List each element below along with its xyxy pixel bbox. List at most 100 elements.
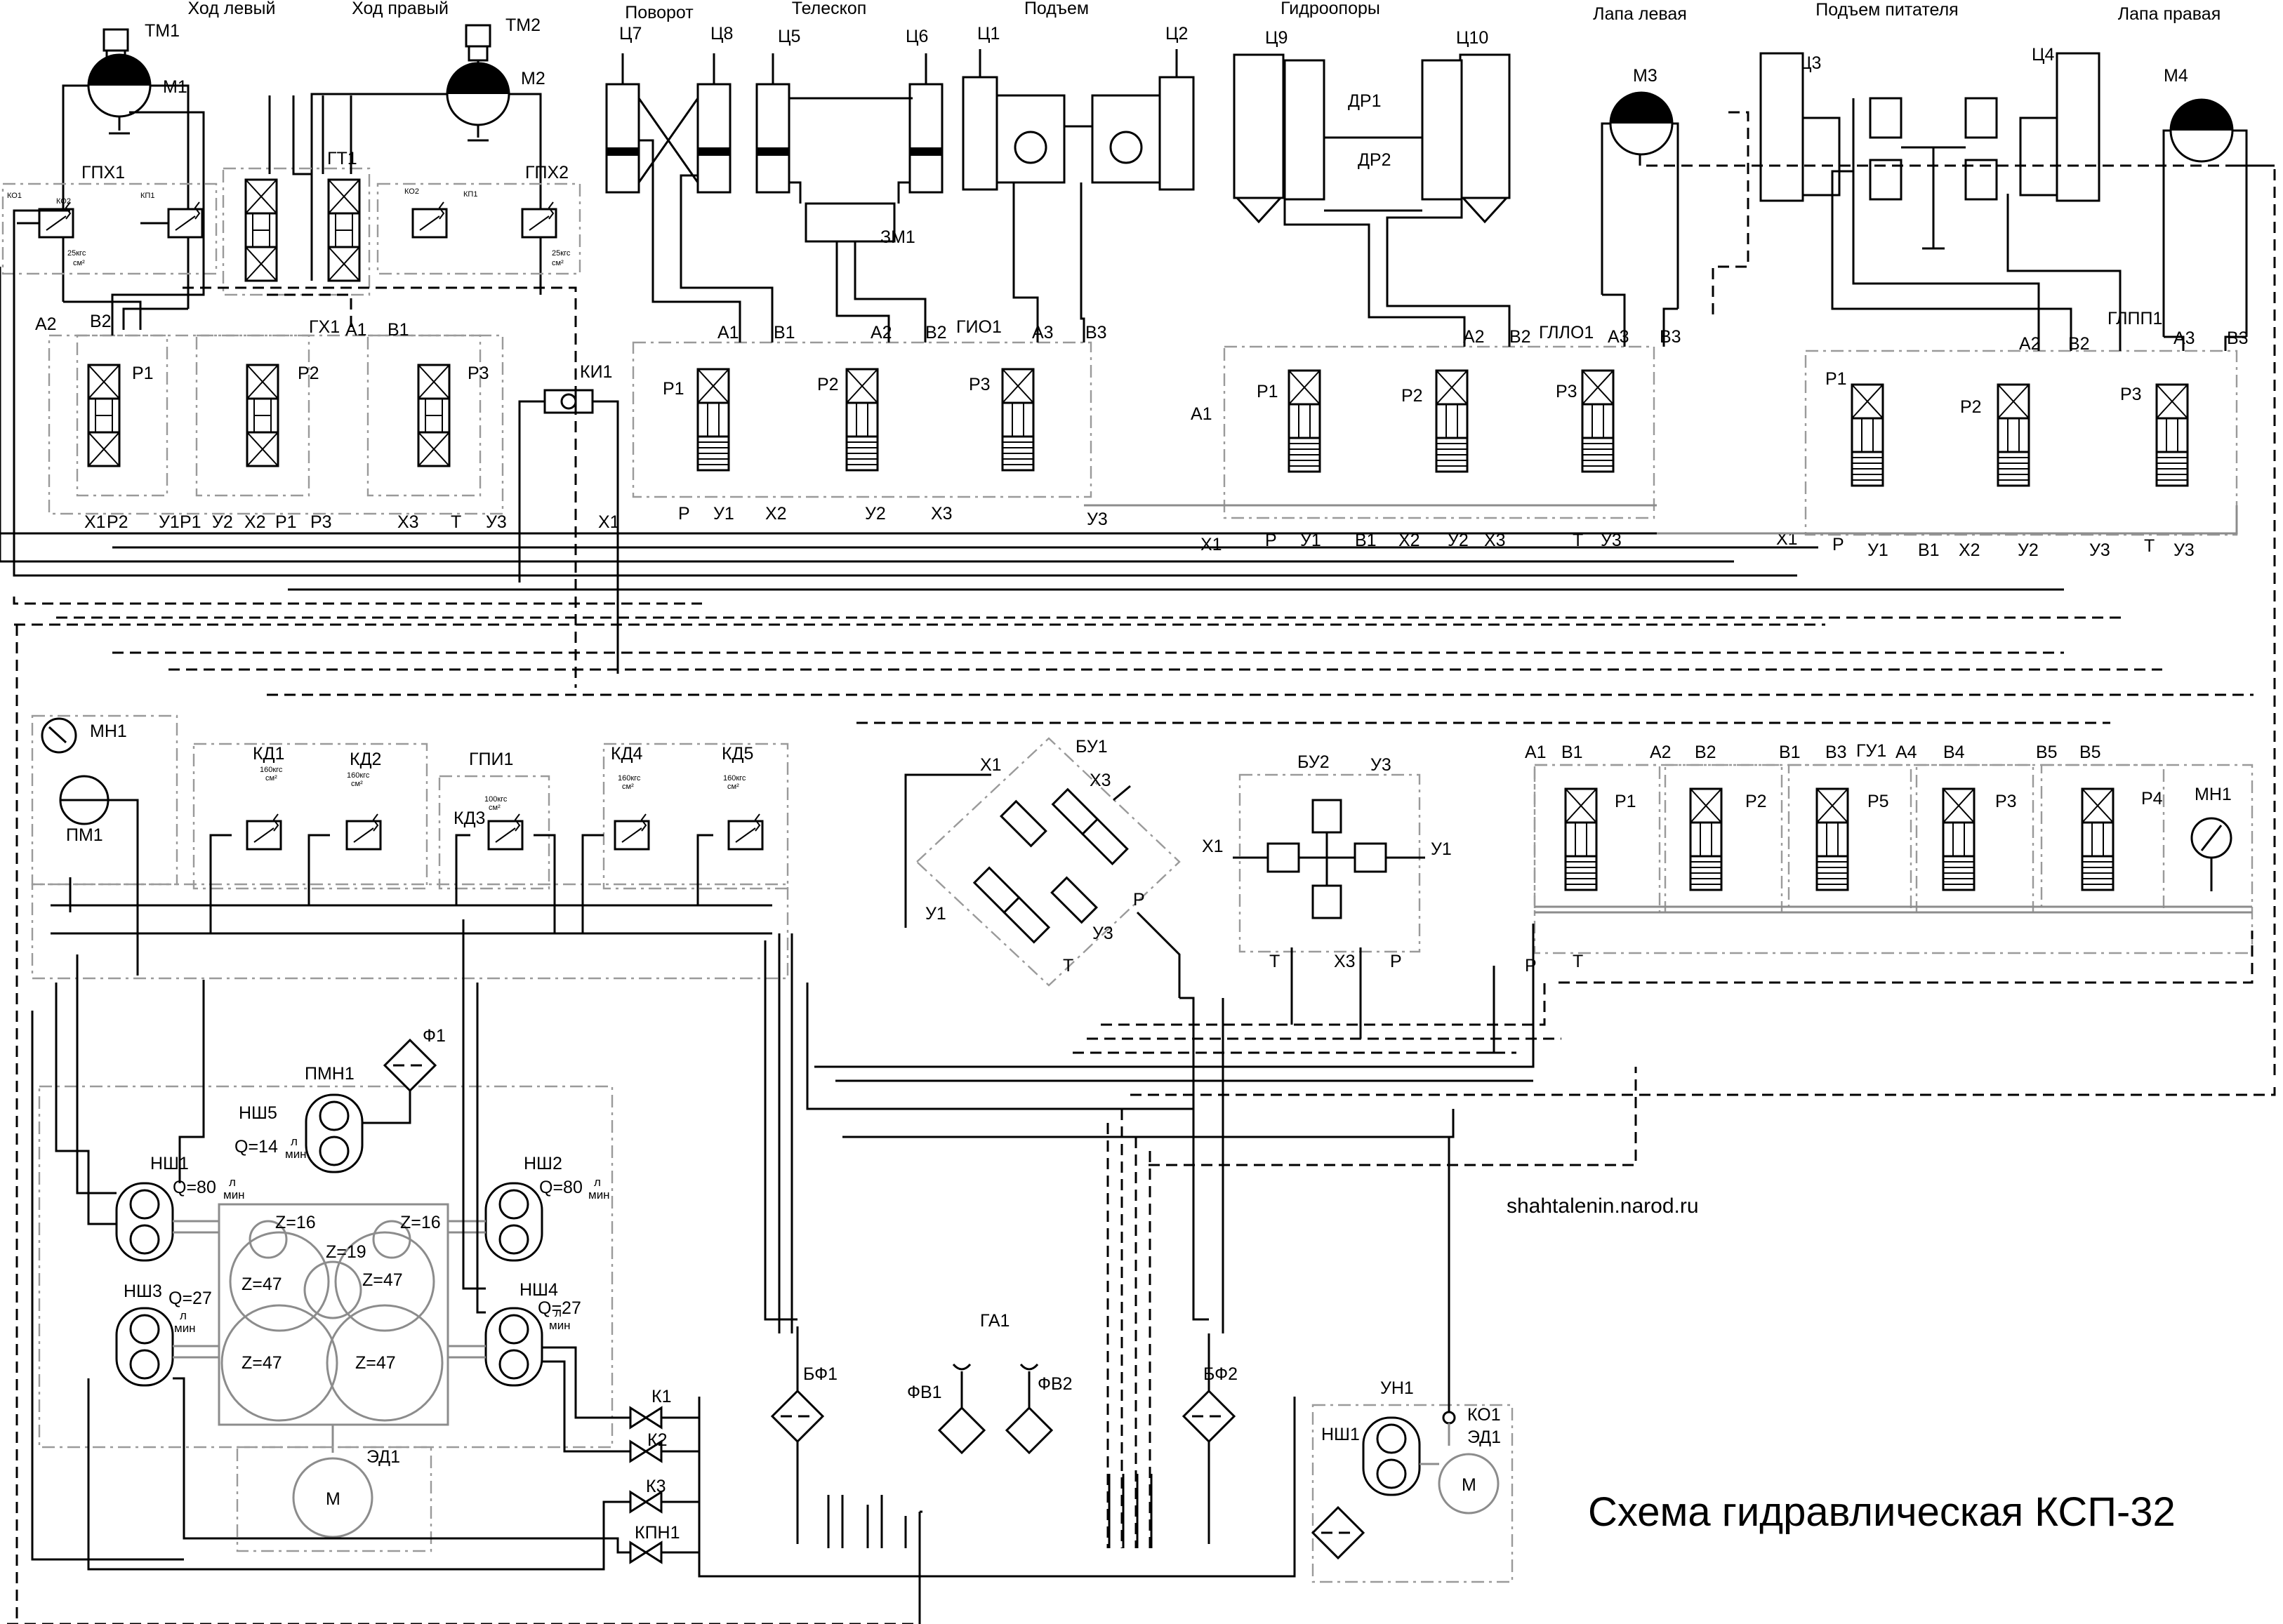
port-b1-gio: В1	[774, 323, 795, 342]
brake-tm1-icon	[102, 28, 129, 52]
port-b1-gu: В1	[1561, 743, 1583, 762]
valve-p1-gu	[1564, 787, 1598, 891]
q-nsh3: Q=27	[168, 1289, 212, 1308]
label-bu2: БУ2	[1297, 752, 1330, 772]
filter-un1	[1311, 1505, 1365, 1560]
port-u3b-glpp: У3	[2173, 540, 2195, 560]
port-u1-bu1: У1	[925, 904, 946, 924]
website-url: shahtalenin.narod.ru	[1507, 1194, 1699, 1218]
press-kd5-cm: см²	[727, 783, 739, 791]
glpp1-block: Р1 Р2 Р3 ГЛПП1 А2 В2 А3 В3 Х1 Р У1 В1 Х2…	[1776, 309, 2249, 560]
port-t-glpp: Т	[2144, 536, 2155, 556]
small-kp1: КП1	[140, 192, 154, 200]
port-u1-hod: У1	[159, 512, 180, 532]
port-a2-glpp: А2	[2019, 334, 2041, 354]
lapa-pravaya-m4: М4	[2162, 66, 2248, 337]
label-k2: К2	[647, 1430, 667, 1450]
port-a1-hod: А1	[345, 320, 367, 340]
hydromotor-m1-icon	[87, 53, 152, 118]
label-mn1: МН1	[90, 721, 127, 741]
label-z16a: Z=16	[275, 1213, 316, 1232]
port-p-bu1: Р	[1133, 890, 1145, 910]
small-kp1-b: КП1	[463, 190, 477, 199]
q-nsh4: Q=27	[538, 1298, 581, 1318]
relief-kd1: КД1	[246, 744, 284, 851]
press-kd1: 160кгс	[260, 766, 283, 774]
tank-ga1: ГА1 ФВ1 ФВ2 БФ1 БФ2	[698, 1109, 1296, 1624]
brake-tm2-icon	[465, 24, 491, 48]
kd-panel: МН1 ПМ1 КД1 КД2 160кгс см² 160кгс см² КД…	[31, 714, 789, 980]
label-z19: Z=19	[326, 1242, 366, 1262]
section-headers: Ход левый Ход правый Поворот Телескоп По…	[188, 0, 2221, 24]
hydromotor-m2-icon	[446, 62, 510, 126]
label-nsh4: НШ4	[520, 1280, 558, 1300]
cylinders-podem: Ц1 Ц2	[962, 24, 1195, 191]
label-z47d: Z=47	[355, 1353, 396, 1373]
port-b2-gio: В2	[925, 323, 947, 342]
port-x1-bu2: Х1	[1202, 837, 1224, 856]
port-a4-gu: А4	[1895, 743, 1917, 762]
label-dr2: ДР2	[1358, 150, 1391, 170]
small-press-25: 25кгс	[67, 249, 86, 258]
gpx2-panel: ГПХ2 КО2 КП1 25кгс см²	[376, 163, 581, 275]
bu1-block: БУ1 Х1 Х3 У1 Р У3 Т	[904, 737, 1181, 998]
port-a1-gllo: А1	[1191, 404, 1212, 424]
q-nsh5: Q=14	[234, 1137, 278, 1157]
valve-p1-gio	[696, 368, 730, 472]
unit-min-nsh5: мин	[285, 1147, 307, 1161]
gllo1-block: Р1 Р2 Р3 ГЛЛО1 А1 А2 В2 А3 В3 Х1 Р У1 В1…	[1191, 323, 1681, 554]
valve-p2-gllo	[1435, 369, 1469, 473]
relief-kd2: КД2 160кгс см²	[345, 750, 382, 851]
port-t-gllo: Т	[1573, 531, 1583, 550]
label-c2: Ц2	[1165, 24, 1188, 44]
diagram-title: Схема гидравлическая КСП-32	[1588, 1489, 2176, 1535]
label-m3: М3	[1633, 66, 1657, 86]
header-podem: Подъем	[1024, 0, 1089, 18]
press-kd3-cm: см²	[489, 804, 501, 812]
press-kd5: 160кгс	[723, 774, 746, 783]
press-kd1-cm: см²	[265, 774, 277, 783]
small-ko2-b: КО2	[404, 187, 419, 196]
hydromotor-m3-icon	[1609, 91, 1674, 156]
label-fv1: ФВ1	[907, 1383, 942, 1402]
header-hod-pravyi: Ход правый	[352, 0, 449, 18]
label-p3-hod: Р3	[468, 364, 489, 383]
port-x3-gio: Х3	[931, 504, 953, 524]
port-u2-glpp: У2	[2018, 540, 2039, 560]
press-kd4-cm: см²	[622, 783, 634, 791]
port-a2-gu: А2	[1650, 743, 1672, 762]
port-b5-gu: В5	[2036, 743, 2058, 762]
ki1-group: КИ1	[518, 362, 619, 674]
port-b2-hod: В2	[90, 312, 112, 331]
port-u3-gio: У3	[1087, 510, 1108, 529]
valve-p3-gu	[1942, 787, 1976, 891]
valve-p3-hod	[417, 364, 451, 467]
cylinders-gidroopory: Ц9 Ц10 ДР1 ДР2	[1233, 28, 1511, 224]
port-x2-gio: Х2	[765, 504, 787, 524]
label-p5-gu: Р5	[1867, 792, 1889, 811]
relief-kd3: КД3 ГПИ1 100кгс см²	[454, 750, 524, 851]
port-p1-bot2: Р1	[275, 512, 297, 532]
label-gio1: ГИО1	[956, 317, 1002, 337]
gx1-distributor-block: Р1 Р2 Р3 А2 В2 А1 В1 Х1 Р2 У1 Р1 У2 Х2 Р…	[35, 312, 507, 532]
gio1-block: Р1 Р2 Р3 ГИО1 А1 В1 А2 В2 А3 В3 Х1 Р У1 …	[598, 317, 1108, 532]
port-b3-glpp: В3	[2227, 328, 2249, 348]
port-x1-glpp: Х1	[1776, 529, 1798, 549]
label-p1-glpp: Р1	[1825, 369, 1847, 389]
port-b3-gio: В3	[1085, 323, 1107, 342]
filter-fv2: ФВ2	[1005, 1363, 1073, 1455]
label-z47a: Z=47	[241, 1274, 282, 1294]
label-k3: К3	[646, 1477, 666, 1496]
label-nsh5: НШ5	[239, 1103, 277, 1123]
port-u3-bu1: У3	[1092, 924, 1113, 943]
label-c4: Ц4	[2032, 45, 2054, 65]
pressure-manifolds	[0, 504, 2254, 724]
gpx1-panel: ГПХ1 КО1 КО2 КП1 25кгс см²	[1, 163, 218, 275]
label-kd4: КД4	[611, 744, 642, 764]
label-z47c: Z=47	[241, 1353, 282, 1373]
small-press-25-b: 25кгс	[552, 249, 571, 258]
port-x2-hod: Х2	[244, 512, 266, 532]
label-mn1-right: МН1	[2195, 785, 2232, 804]
header-hod-levyi: Ход левый	[188, 0, 276, 18]
label-p1-gu: Р1	[1615, 792, 1636, 811]
